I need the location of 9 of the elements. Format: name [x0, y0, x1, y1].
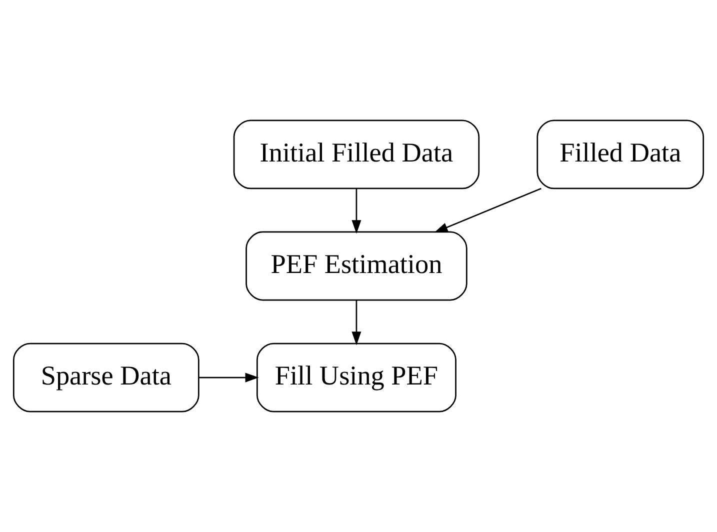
- arrow: [199, 372, 259, 382]
- arrow: [352, 188, 362, 234]
- node-box: PEF Estimation: [246, 231, 468, 301]
- arrow: [434, 188, 542, 233]
- node-box: Initial Filled Data: [233, 120, 480, 190]
- node-box: Sparse Data: [12, 342, 200, 412]
- node-box: Filled Data: [536, 120, 704, 190]
- node-box: Fill Using PEF: [256, 342, 456, 412]
- arrow: [352, 300, 362, 346]
